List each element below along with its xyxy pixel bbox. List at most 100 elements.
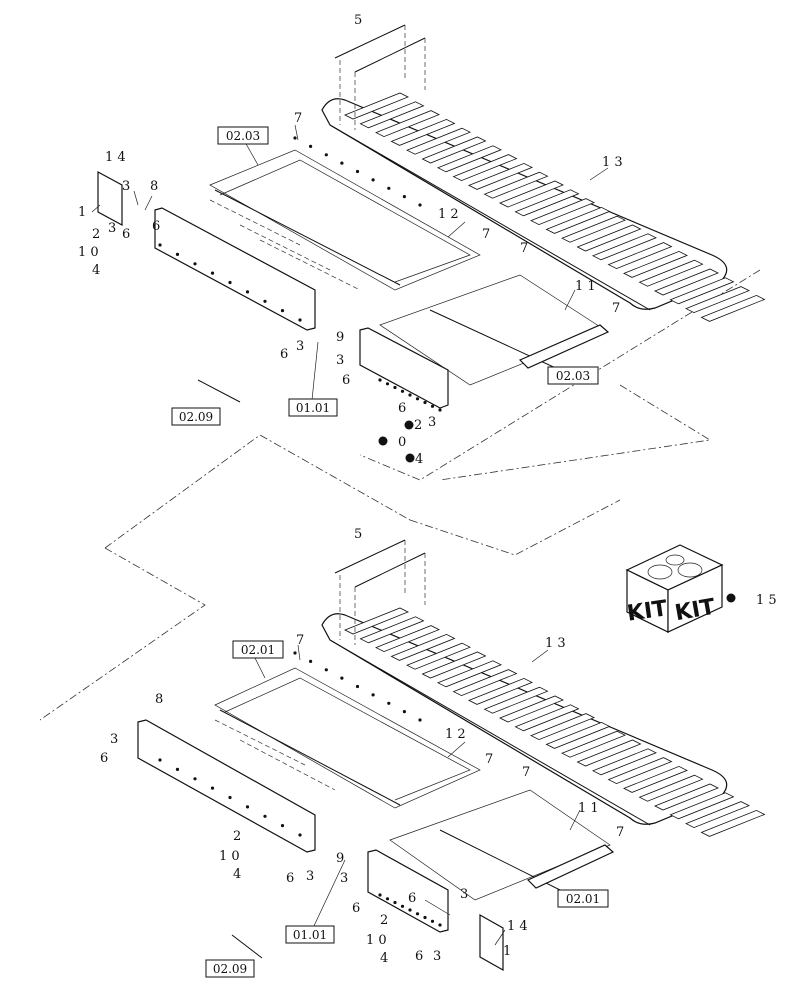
bolt bbox=[393, 900, 397, 905]
callout-4a-top: 4 bbox=[92, 263, 100, 278]
bolt bbox=[193, 262, 197, 266]
bolt bbox=[340, 676, 344, 680]
frame-bottom bbox=[214, 667, 481, 809]
belt-slat bbox=[561, 215, 626, 243]
callout-3e-bottom: 3 bbox=[433, 949, 441, 964]
ref-0209-bottom: 02.09 bbox=[213, 962, 247, 976]
kit-dot-top-10 bbox=[378, 436, 388, 446]
frame-top bbox=[209, 149, 481, 291]
bolt bbox=[263, 299, 267, 303]
ref-box-0101-top bbox=[288, 398, 338, 417]
callout-7b-top: 7 bbox=[482, 227, 490, 242]
bottom-boundary-outline-3 bbox=[409, 499, 621, 556]
bolt bbox=[393, 385, 397, 390]
bolt bbox=[309, 659, 313, 664]
bolt bbox=[309, 144, 313, 148]
belt-slat bbox=[375, 625, 440, 653]
ref-box-0201-bottom-a bbox=[232, 640, 284, 659]
bottom-leader-lines bbox=[254, 644, 581, 946]
belt-slat bbox=[530, 713, 595, 741]
belt-slat bbox=[390, 118, 456, 146]
callout-7d-bottom: 7 bbox=[616, 825, 624, 840]
canvas-belt-top bbox=[321, 92, 766, 322]
callout-6d-bottom: 6 bbox=[408, 891, 416, 906]
callout-3d-top: 3 bbox=[296, 339, 304, 354]
bolt bbox=[418, 203, 422, 207]
bolt bbox=[158, 758, 162, 762]
belt-slat bbox=[344, 92, 409, 120]
ref-0101-bottom: 01.01 bbox=[293, 928, 327, 942]
bolt bbox=[175, 252, 180, 256]
callout-6e-bottom: 6 bbox=[415, 949, 423, 964]
bolt bbox=[210, 786, 215, 790]
belt-slat bbox=[375, 110, 440, 138]
callout-13-top: 1 3 bbox=[602, 155, 623, 170]
callout-2a-top: 2 bbox=[92, 227, 100, 242]
callout-10a-bottom: 1 0 bbox=[219, 849, 240, 864]
belt-slat bbox=[638, 259, 704, 287]
bolt bbox=[387, 701, 391, 705]
belt-slat bbox=[545, 206, 611, 234]
belt-slat bbox=[561, 730, 626, 758]
belt-slat bbox=[406, 642, 471, 670]
belt-slat bbox=[592, 233, 657, 261]
bolt bbox=[210, 271, 215, 275]
bolt bbox=[263, 814, 267, 818]
belt-slat bbox=[685, 286, 750, 314]
top-assembly: 02.03 02.03 01.01 02.09 5 1 3 7 1 4 8 1 … bbox=[78, 13, 766, 481]
bolt bbox=[378, 893, 382, 897]
callout-8-bottom: 8 bbox=[155, 692, 163, 707]
callout-3c-bottom: 3 bbox=[340, 871, 348, 886]
bolt bbox=[408, 908, 412, 912]
callout-10a-top: 1 0 bbox=[78, 245, 99, 260]
kit-label-left: KIT bbox=[626, 596, 669, 626]
ref-box-0201-bottom-b bbox=[557, 889, 609, 908]
callout-7b-bottom: 7 bbox=[485, 752, 493, 767]
callout-2b-top: 2 bbox=[414, 418, 422, 433]
belt-slat bbox=[359, 616, 425, 644]
callout-4b-bottom: 4 bbox=[380, 951, 388, 966]
ref-0201-bottom-b: 02.01 bbox=[566, 892, 600, 906]
belt-slat bbox=[468, 162, 533, 190]
ref-0201-bottom-a: 02.01 bbox=[241, 643, 275, 657]
belt-slat bbox=[638, 774, 704, 802]
bottom-boundary-outline-2 bbox=[39, 547, 206, 721]
belt-slat bbox=[452, 669, 518, 697]
callout-3a-bottom: 3 bbox=[110, 732, 118, 747]
bolt bbox=[418, 718, 422, 722]
callout-6b-bottom: 6 bbox=[286, 871, 294, 886]
ref-0209-top: 02.09 bbox=[179, 410, 213, 424]
belt-slat bbox=[623, 765, 688, 793]
callout-3c-top: 3 bbox=[336, 353, 344, 368]
belt-slat bbox=[499, 180, 564, 208]
kit-box: KIT KIT bbox=[626, 544, 724, 633]
callout-14-bottom: 1 4 bbox=[507, 919, 528, 934]
drive-shaft-top bbox=[197, 379, 241, 403]
ref-box-0209-bottom bbox=[205, 959, 255, 978]
callout-9-bottom: 9 bbox=[336, 851, 344, 866]
callout-3b-top: 3 bbox=[108, 221, 116, 236]
callout-3d-bottom: 3 bbox=[460, 887, 468, 902]
belt-slat bbox=[654, 783, 719, 811]
top-leader-lines bbox=[91, 124, 609, 401]
bolt bbox=[293, 136, 297, 140]
callout-3b-bottom: 3 bbox=[306, 869, 314, 884]
bolt bbox=[298, 318, 302, 322]
callout-6e-top: 6 bbox=[398, 401, 406, 416]
side-panel-8-bottom bbox=[137, 719, 316, 853]
ref-box-0101-bottom bbox=[285, 925, 335, 944]
bolt bbox=[385, 382, 390, 386]
bolt bbox=[324, 668, 328, 672]
callout-7c-top: 7 bbox=[520, 241, 528, 256]
belt-slat bbox=[607, 242, 673, 270]
callout-5-bottom: 5 bbox=[354, 527, 362, 542]
bolt bbox=[298, 833, 302, 837]
bolt bbox=[193, 777, 197, 781]
bolt bbox=[402, 195, 406, 199]
callout-10b-bottom: 1 0 bbox=[366, 933, 387, 948]
callout-6a-bottom: 6 bbox=[100, 751, 108, 766]
bolt bbox=[355, 169, 360, 174]
top-boundary-outline bbox=[359, 269, 761, 481]
bolt bbox=[378, 378, 382, 382]
